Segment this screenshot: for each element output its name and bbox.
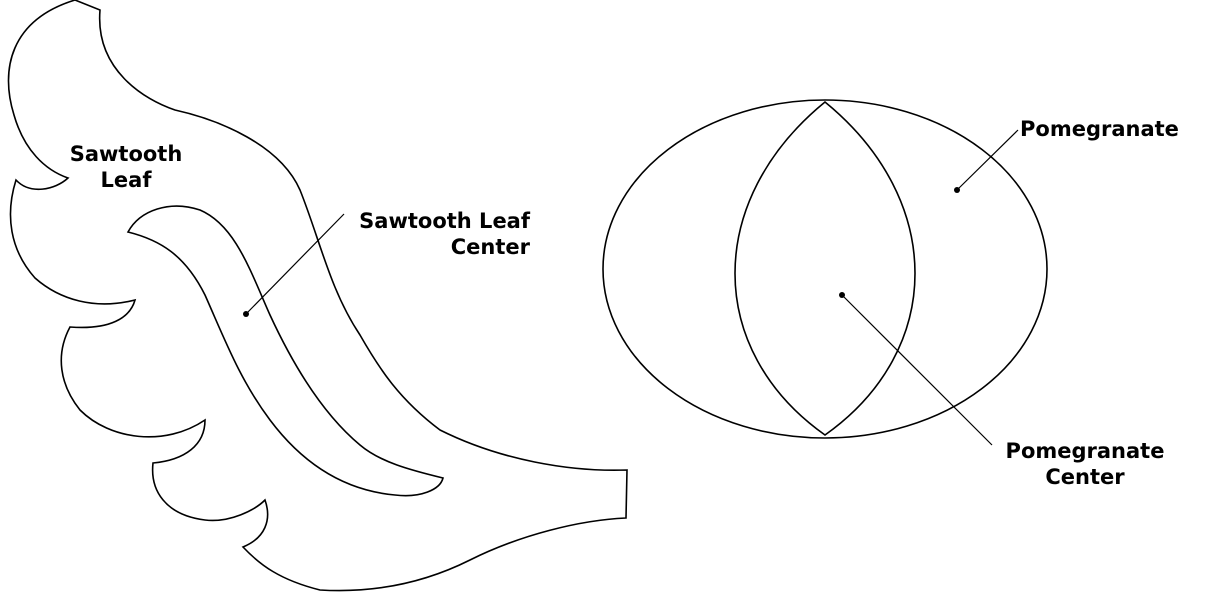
label-pomegranate-center-line2: Center [990, 464, 1180, 490]
label-sawtooth-leaf-line2: Leaf [56, 167, 196, 193]
leader-pomegranate [954, 130, 1018, 193]
label-sawtooth-leaf-center-line1: Sawtooth Leaf [330, 208, 530, 234]
pomegranate-center-shape [735, 102, 915, 435]
sawtooth-leaf-shape [8, 0, 627, 591]
label-sawtooth-leaf-center-line2: Center [330, 234, 530, 260]
label-sawtooth-leaf: Sawtooth Leaf [56, 141, 196, 193]
label-sawtooth-leaf-center: Sawtooth Leaf Center [330, 208, 530, 260]
label-pomegranate: Pomegranate [1020, 116, 1179, 142]
label-pomegranate-center: Pomegranate Center [990, 438, 1180, 490]
leader-pomegranate-center [839, 292, 992, 445]
label-pomegranate-center-line1: Pomegranate [990, 438, 1180, 464]
pomegranate-shape [603, 100, 1047, 438]
leader-sawtooth-leaf-center [243, 214, 344, 317]
label-sawtooth-leaf-line1: Sawtooth [56, 141, 196, 167]
